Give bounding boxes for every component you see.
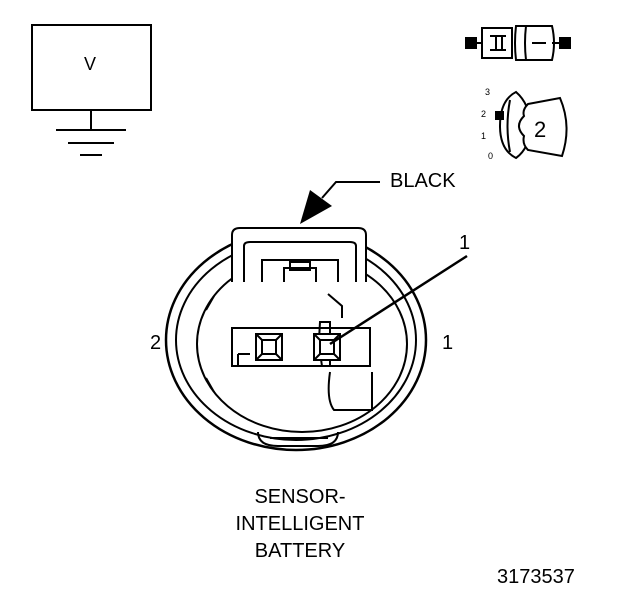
- figure-id: 3173537: [497, 566, 575, 588]
- connector-name-line: INTELLIGENT: [235, 513, 365, 535]
- pin-2-label: 2: [150, 332, 162, 354]
- position-scale-label: 0: [488, 151, 494, 161]
- position-value-label: 2: [534, 117, 547, 142]
- pin-1-leader: [329, 254, 468, 346]
- connector-body: [164, 227, 428, 452]
- position-scale-label: 1: [481, 131, 487, 141]
- color-leader: [321, 181, 380, 199]
- pin-1-label: 1: [442, 332, 454, 354]
- color-arrow: [300, 190, 332, 224]
- connector-name-line: SENSOR-: [254, 486, 346, 508]
- connector-mate-icon: [465, 25, 571, 61]
- position-scale-label: 2: [481, 109, 487, 119]
- position-indicator-icon: [495, 90, 568, 160]
- connector-name-line: BATTERY: [254, 540, 346, 562]
- pin-callout-label: 1: [459, 232, 471, 254]
- position-scale-label: 3: [485, 87, 491, 97]
- meter-label: V: [84, 54, 97, 74]
- connector-color-label: BLACK: [390, 170, 456, 192]
